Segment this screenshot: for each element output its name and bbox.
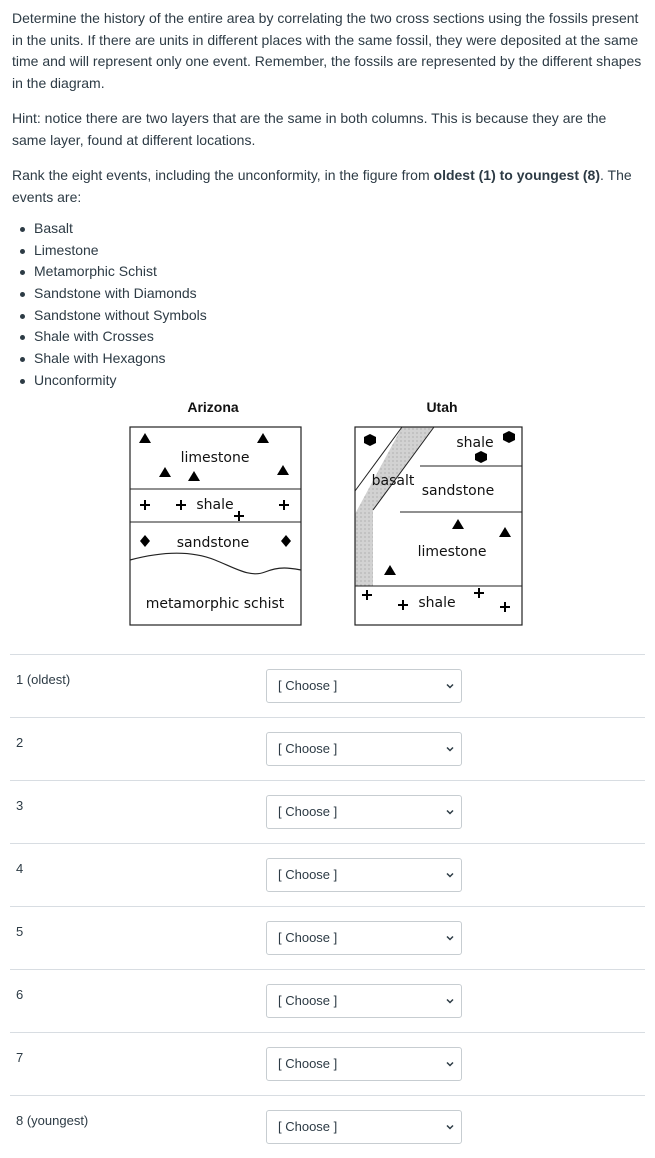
event-item: Metamorphic Schist <box>18 261 643 283</box>
chevron-down-icon <box>444 680 456 692</box>
triangle-fossil-icon <box>452 519 464 529</box>
triangle-fossil-icon <box>384 565 396 575</box>
rank-instructions: Rank the eight events, including the unc… <box>12 165 643 208</box>
cross-fossil-icon <box>176 500 186 510</box>
rank-select-6[interactable]: [ Choose ] <box>266 984 462 1018</box>
rank-label: 6 <box>16 987 23 1002</box>
cross-fossil-icon <box>500 602 510 612</box>
cross-fossil-icon <box>140 500 150 510</box>
cross-fossil-icon <box>234 511 244 521</box>
rank-row-2: 2 [ Choose ] <box>10 717 645 780</box>
rank-label: 5 <box>16 924 23 939</box>
rank-row-5: 5 [ Choose ] <box>10 906 645 969</box>
hint-paragraph: Hint: notice there are two layers that a… <box>12 108 643 151</box>
event-item: Sandstone with Diamonds <box>18 283 643 305</box>
rank-select-3[interactable]: [ Choose ] <box>266 795 462 829</box>
triangle-fossil-icon <box>257 433 269 443</box>
rank-instructions-bold: oldest (1) to youngest (8) <box>434 167 600 183</box>
diamond-fossil-icon <box>140 535 150 547</box>
rank-row-7: 7 [ Choose ] <box>10 1032 645 1095</box>
cross-section-diagram: Arizona limestone shale sandstone metamo… <box>0 392 655 632</box>
chevron-down-icon <box>444 1121 456 1133</box>
rank-row-6: 6 [ Choose ] <box>10 969 645 1032</box>
event-item: Sandstone without Symbols <box>18 305 643 327</box>
arizona-limestone-label: limestone <box>181 450 250 466</box>
event-item: Basalt <box>18 218 643 240</box>
rank-select-2[interactable]: [ Choose ] <box>266 732 462 766</box>
cross-section-svg: Arizona limestone shale sandstone metamo… <box>0 392 655 632</box>
select-placeholder: [ Choose ] <box>278 678 337 693</box>
cross-fossil-icon <box>279 500 289 510</box>
select-placeholder: [ Choose ] <box>278 993 337 1008</box>
ranking-list: 1 (oldest) [ Choose ] 2 [ Choose ] 3 [ C… <box>0 654 655 1158</box>
rank-label: 3 <box>16 798 23 813</box>
triangle-fossil-icon <box>159 467 171 477</box>
utah-shale-bottom-label: shale <box>418 595 455 611</box>
select-placeholder: [ Choose ] <box>278 741 337 756</box>
utah-basalt-label: basalt <box>372 473 415 489</box>
event-item: Shale with Hexagons <box>18 348 643 370</box>
utah-sandstone-label: sandstone <box>422 483 494 499</box>
select-placeholder: [ Choose ] <box>278 867 337 882</box>
chevron-down-icon <box>444 743 456 755</box>
select-placeholder: [ Choose ] <box>278 804 337 819</box>
cross-fossil-icon <box>474 588 484 598</box>
rank-label: 4 <box>16 861 23 876</box>
select-placeholder: [ Choose ] <box>278 1056 337 1071</box>
utah-title: Utah <box>426 399 457 415</box>
utah-column: shale basalt sandstone limestone shale <box>355 427 522 627</box>
rank-select-1[interactable]: [ Choose ] <box>266 669 462 703</box>
triangle-fossil-icon <box>499 527 511 537</box>
arizona-title: Arizona <box>187 399 239 415</box>
rank-row-1: 1 (oldest) [ Choose ] <box>10 654 645 717</box>
event-item: Shale with Crosses <box>18 326 643 348</box>
triangle-fossil-icon <box>277 465 289 475</box>
rank-select-7[interactable]: [ Choose ] <box>266 1047 462 1081</box>
triangle-fossil-icon <box>139 433 151 443</box>
event-item: Limestone <box>18 240 643 262</box>
chevron-down-icon <box>444 806 456 818</box>
rank-label: 2 <box>16 735 23 750</box>
hexagon-fossil-icon <box>364 434 376 446</box>
rank-row-4: 4 [ Choose ] <box>10 843 645 906</box>
rank-label: 7 <box>16 1050 23 1065</box>
cross-fossil-icon <box>362 590 372 600</box>
cross-fossil-icon <box>398 600 408 610</box>
rank-select-4[interactable]: [ Choose ] <box>266 858 462 892</box>
basalt-dike <box>355 427 434 586</box>
rank-row-3: 3 [ Choose ] <box>10 780 645 843</box>
arizona-schist-label: metamorphic schist <box>146 596 285 612</box>
unconformity-wavy-line <box>130 553 301 574</box>
utah-limestone-label: limestone <box>418 544 487 560</box>
triangle-fossil-icon <box>188 471 200 481</box>
chevron-down-icon <box>444 1058 456 1070</box>
rank-row-8: 8 (youngest) [ Choose ] <box>10 1095 645 1158</box>
select-placeholder: [ Choose ] <box>278 930 337 945</box>
arizona-sandstone-label: sandstone <box>177 535 249 551</box>
rank-label: 1 (oldest) <box>16 672 70 687</box>
hexagon-fossil-icon <box>503 431 515 443</box>
chevron-down-icon <box>444 932 456 944</box>
rank-label: 8 (youngest) <box>16 1113 88 1128</box>
select-placeholder: [ Choose ] <box>278 1119 337 1134</box>
events-list: Basalt Limestone Metamorphic Schist Sand… <box>12 218 643 392</box>
utah-shale-label: shale <box>456 435 493 451</box>
arizona-column: limestone shale sandstone metamorphic sc… <box>130 427 301 625</box>
event-item: Unconformity <box>18 370 643 392</box>
rank-select-5[interactable]: [ Choose ] <box>266 921 462 955</box>
instructions-paragraph-1: Determine the history of the entire area… <box>12 8 643 94</box>
chevron-down-icon <box>444 869 456 881</box>
hexagon-fossil-icon <box>475 451 487 463</box>
rank-select-8[interactable]: [ Choose ] <box>266 1110 462 1144</box>
chevron-down-icon <box>444 995 456 1007</box>
arizona-shale-label: shale <box>196 497 233 513</box>
rank-instructions-start: Rank the eight events, including the unc… <box>12 167 434 183</box>
diamond-fossil-icon <box>281 535 291 547</box>
